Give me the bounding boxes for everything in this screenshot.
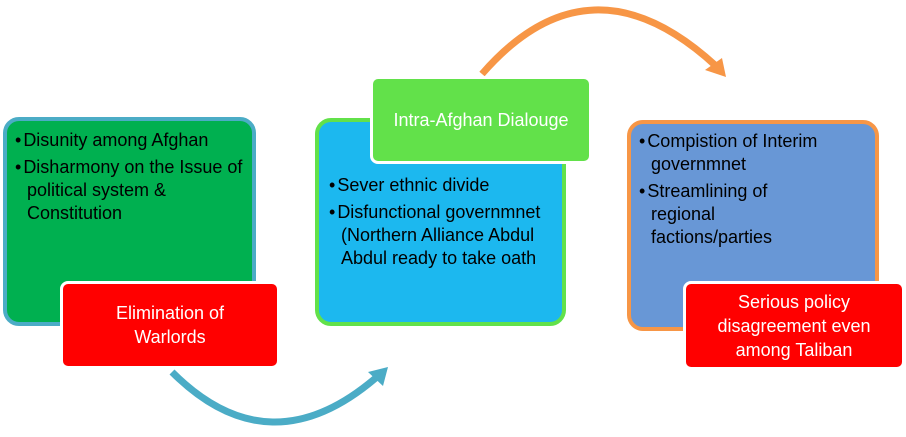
stage-3-label: Serious policy disagreement even among T… — [683, 281, 905, 370]
arrowhead-blue — [368, 367, 388, 386]
curved-arrow-orange — [479, 6, 719, 77]
stage-1-label: Elimination of Warlords — [60, 281, 280, 369]
stage-1-bullet: Disharmony on the Issue of political sys… — [13, 156, 246, 225]
curved-arrow-blue — [169, 369, 381, 426]
stage-3-bullet: Compistion of Interim governmnet — [637, 130, 869, 176]
stage-1-bullet: Disunity among Afghan — [13, 129, 246, 152]
stage-2-bullet: Disfunctional governmnet (Northern Allia… — [327, 201, 554, 270]
stage-3-bullet: Streamlining of regional factions/partie… — [637, 180, 869, 249]
arrowhead-orange — [705, 58, 726, 77]
stage-2-label: Intra-Afghan Dialouge — [370, 76, 592, 164]
stage-2-bullet: Sever ethnic divide — [327, 174, 554, 197]
